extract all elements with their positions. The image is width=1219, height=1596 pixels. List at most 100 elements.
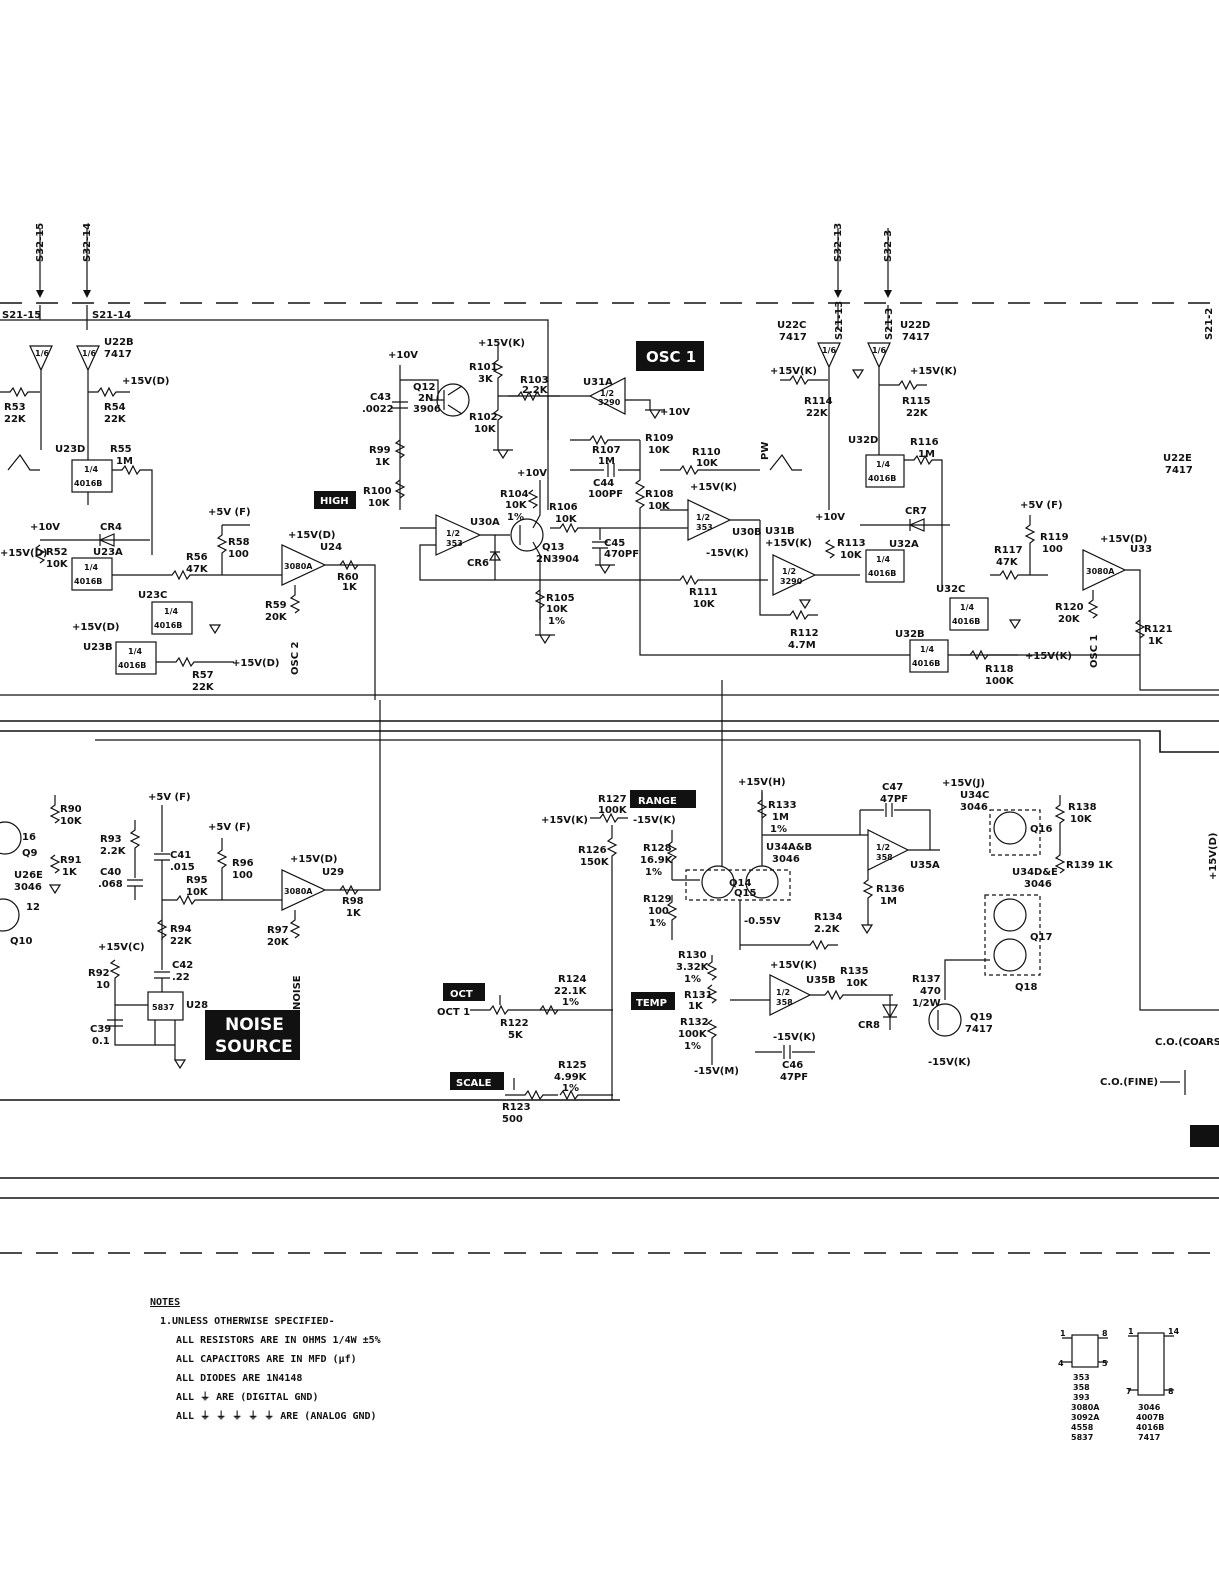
svg-text:U30A: U30A <box>470 517 500 528</box>
svg-text:R116: R116 <box>910 437 939 448</box>
capacitor-c40: C40.068 <box>98 867 143 900</box>
svg-text:R110: R110 <box>692 447 721 458</box>
svg-text:R133: R133 <box>768 800 797 811</box>
svg-text:47PF: 47PF <box>880 794 908 805</box>
svg-text:U33: U33 <box>1130 544 1152 555</box>
svg-text:3080A: 3080A <box>284 562 313 571</box>
svg-text:22K: 22K <box>806 408 829 419</box>
svg-text:3080A: 3080A <box>1071 1403 1100 1412</box>
svg-text:R114: R114 <box>804 396 833 407</box>
osc1-title-block: OSC 1 <box>636 341 704 371</box>
ramp-waveform-icon-2 <box>7 453 40 471</box>
bus-label-s21-3: S21-3 <box>884 308 895 340</box>
svg-text:4: 4 <box>1058 1359 1064 1368</box>
svg-text:R103: R103 <box>520 375 549 386</box>
svg-text:1/6: 1/6 <box>822 346 836 355</box>
svg-text:10K: 10K <box>546 604 569 615</box>
svg-text:5K: 5K <box>508 1030 524 1041</box>
u29-ota: 3080A U29 <box>281 700 381 911</box>
svg-text:R90: R90 <box>60 804 82 815</box>
svg-text:1/4: 1/4 <box>876 555 890 564</box>
transistor-q17: Q17 <box>993 898 1052 943</box>
capacitor-c43: C43.0022 <box>362 392 408 415</box>
label-15vk-u31b: +15V(K) <box>765 538 812 549</box>
svg-text:R99: R99 <box>369 445 391 456</box>
svg-text:2.2K: 2.2K <box>522 385 549 396</box>
high-label-block: HIGH <box>314 491 356 509</box>
svg-text:100K: 100K <box>598 805 628 816</box>
svg-text:22K: 22K <box>906 408 929 419</box>
svg-text:1M: 1M <box>772 812 789 823</box>
svg-text:R93: R93 <box>100 834 122 845</box>
oct-label-block: OCT <box>443 983 485 1001</box>
svg-text:353: 353 <box>696 523 713 532</box>
svg-text:4016B: 4016B <box>952 617 980 626</box>
svg-text:R119: R119 <box>1040 532 1069 543</box>
svg-text:3092A: 3092A <box>1071 1413 1100 1422</box>
svg-text:S32-3: S32-3 <box>883 230 894 262</box>
temp-label-block: TEMP <box>631 992 675 1010</box>
label-10v-r52: +10V <box>30 522 60 533</box>
svg-text:R107: R107 <box>592 445 621 456</box>
svg-text:1/2: 1/2 <box>446 529 460 538</box>
svg-text:3K: 3K <box>478 374 494 385</box>
label-m15vk-q19: -15V(K) <box>928 1057 971 1068</box>
svg-text:Q16: Q16 <box>1030 824 1052 835</box>
svg-text:R109: R109 <box>645 433 674 444</box>
noise-source-title-block: NOISE SOURCE <box>205 1010 300 1060</box>
label-15vk-range: +15V(K) <box>541 815 588 826</box>
label-u34ab-part: 3046 <box>772 854 800 865</box>
svg-text:R136: R136 <box>876 884 905 895</box>
svg-text:1%: 1% <box>684 1041 701 1052</box>
svg-text:S32-13: S32-13 <box>833 223 844 262</box>
notes-line-2: ALL RESISTORS ARE IN OHMS 1/4W ±5% <box>176 1335 381 1346</box>
svg-text:1M: 1M <box>116 456 133 467</box>
svg-text:R94: R94 <box>170 924 192 935</box>
svg-text:2.2K: 2.2K <box>814 924 841 935</box>
svg-text:3290: 3290 <box>780 577 803 586</box>
svg-text:R112: R112 <box>790 628 819 639</box>
svg-text:R138: R138 <box>1068 802 1097 813</box>
svg-text:SCALE: SCALE <box>456 1078 492 1089</box>
svg-text:5837: 5837 <box>1071 1433 1093 1442</box>
bus-label-s21-13: S21-13 <box>834 301 845 340</box>
bus-label-s21-14: S21-14 <box>92 310 131 321</box>
bus-label-s21-2: S21-2 <box>1204 308 1215 340</box>
label-15vk-r101: +15V(K) <box>478 338 525 349</box>
svg-text:1/2: 1/2 <box>600 389 614 398</box>
svg-text:Q19: Q19 <box>970 1012 992 1023</box>
notes-block: NOTES 1.UNLESS OTHERWISE SPECIFIED- ALL … <box>150 1293 381 1426</box>
svg-text:20K: 20K <box>1058 614 1081 625</box>
range-label-block: RANGE <box>630 790 696 808</box>
svg-text:R123: R123 <box>502 1102 531 1113</box>
label-5vf-noise: +5V (F) <box>148 792 191 803</box>
ground-icons <box>48 369 1022 1070</box>
svg-text:Q15: Q15 <box>734 888 756 899</box>
svg-text:1K: 1K <box>375 457 391 468</box>
connector-s32-13: S32-13 <box>833 223 844 298</box>
svg-text:1: 1 <box>1060 1329 1066 1338</box>
notes-title: NOTES <box>150 1297 181 1308</box>
svg-text:Q14: Q14 <box>729 878 751 889</box>
svg-text:1M: 1M <box>598 456 615 467</box>
svg-text:4016B: 4016B <box>74 577 102 586</box>
